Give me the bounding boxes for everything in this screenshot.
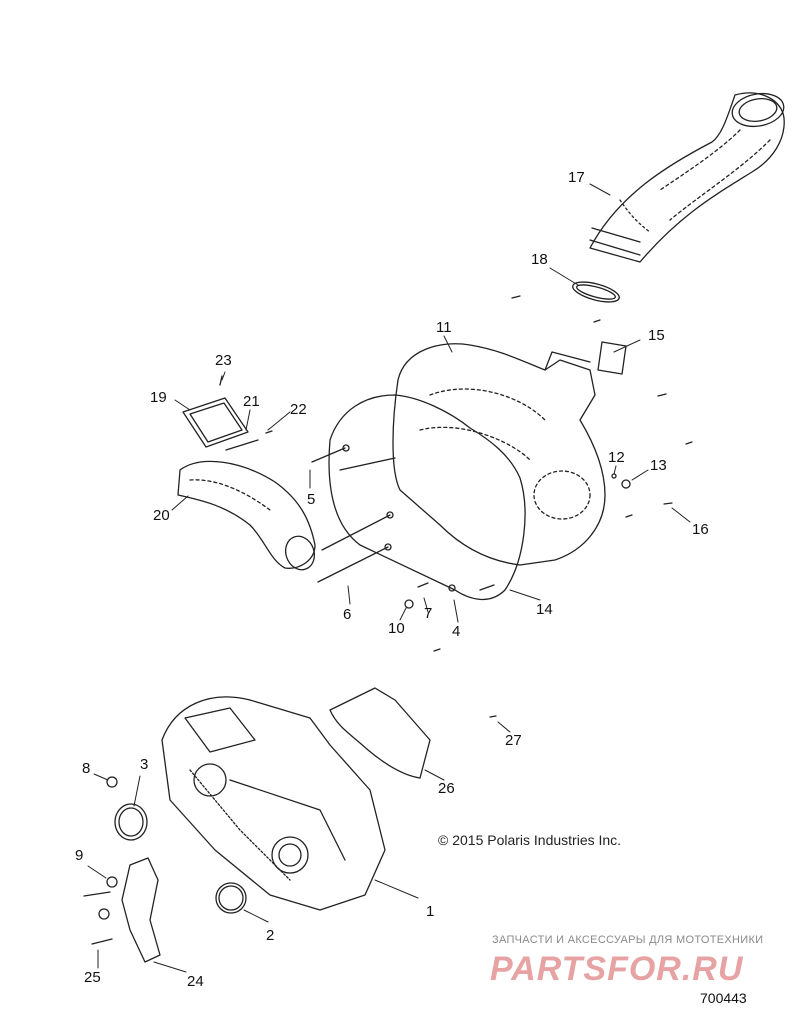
- part-18-clamp: [572, 281, 620, 303]
- callout-6: 6: [343, 606, 352, 623]
- callout-12: 12: [608, 449, 625, 466]
- callout-1: 1: [426, 903, 435, 920]
- callout-26: 26: [438, 780, 455, 797]
- callout-13: 13: [650, 457, 667, 474]
- part-11-outer-cover: [392, 343, 606, 566]
- part-3-o-ring: [114, 803, 148, 841]
- leader-lines: [87, 183, 691, 973]
- callout-8: 8: [82, 760, 91, 777]
- part-17-intake-duct: [589, 92, 785, 263]
- part-5-6-bolts: [311, 444, 396, 583]
- callout-25: 25: [84, 969, 101, 986]
- part-1-inner-cover: [161, 696, 386, 911]
- callout-16: 16: [692, 521, 709, 538]
- callout-5: 5: [307, 491, 316, 508]
- callout-23: 23: [215, 352, 232, 369]
- callout-14: 14: [536, 601, 553, 618]
- callout-4: 4: [452, 623, 461, 640]
- callout-21: 21: [243, 393, 260, 410]
- callout-10: 10: [388, 620, 405, 637]
- part-14-gasket: [328, 394, 526, 601]
- watermark-tagline: ЗАПЧАСТИ И АКСЕССУАРЫ ДЛЯ МОТОТЕХНИКИ: [492, 934, 764, 946]
- part-19-21-22-23-seal-plate: [182, 375, 273, 451]
- part-small-hardware: [404, 295, 693, 718]
- callout-2: 2: [266, 927, 275, 944]
- callout-22: 22: [290, 401, 307, 418]
- watermark-logo: PARTSFOR.RU: [490, 950, 744, 988]
- callout-18: 18: [531, 251, 548, 268]
- part-26-guard: [329, 687, 431, 779]
- callout-24: 24: [187, 973, 204, 990]
- callout-19: 19: [150, 389, 167, 406]
- callout-11: 11: [436, 319, 452, 336]
- part-20-inlet-boot: [177, 460, 316, 571]
- callout-17: 17: [568, 169, 585, 186]
- callout-20: 20: [153, 507, 170, 524]
- callout-27: 27: [505, 732, 522, 749]
- callout-3: 3: [140, 756, 149, 773]
- drawing-number: 700443: [700, 990, 747, 1006]
- part-2-o-ring: [215, 882, 247, 914]
- part-15-label: [597, 341, 627, 375]
- callout-9: 9: [75, 847, 84, 864]
- callout-15: 15: [648, 327, 665, 344]
- callout-7: 7: [424, 605, 433, 622]
- part-24-mount-bracket: [83, 776, 161, 963]
- copyright-notice: © 2015 Polaris Industries Inc.: [438, 832, 622, 848]
